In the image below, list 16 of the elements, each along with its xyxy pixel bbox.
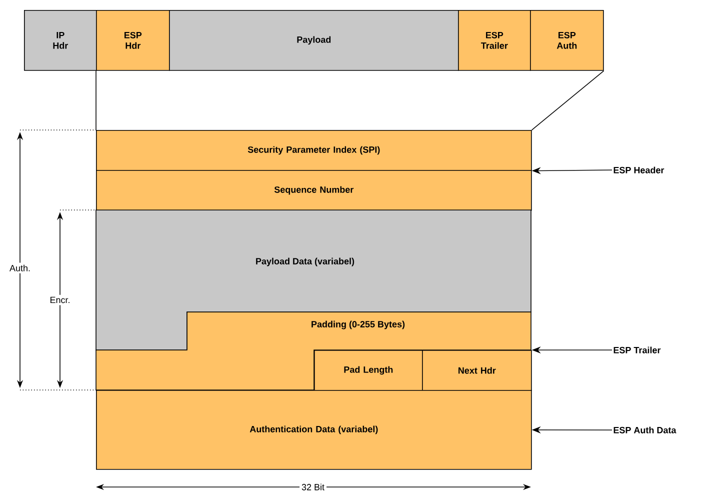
packet-segment: ESP Auth [530,10,604,71]
side-label: ESP Header [614,166,664,174]
side-label: ESP Auth Data [614,426,676,434]
dimension-label: Encr. [48,294,72,306]
packet-segment: ESP Hdr [96,10,170,71]
packet-segment: IP Hdr [24,10,97,71]
side-label: ESP Trailer [614,346,661,354]
field-box: Next Hdr [422,350,532,391]
field-box: Sequence Number [96,170,532,211]
field-box: Pad Length [314,350,423,391]
dimension-label: Auth. [8,262,32,274]
packet-segment: ESP Trailer [458,10,531,71]
expansion-line [531,70,604,130]
dimension-label: 32 Bit [300,482,326,492]
packet-segment: Payload [169,10,459,71]
field-box: Security Parameter Index (SPI) [96,130,532,171]
